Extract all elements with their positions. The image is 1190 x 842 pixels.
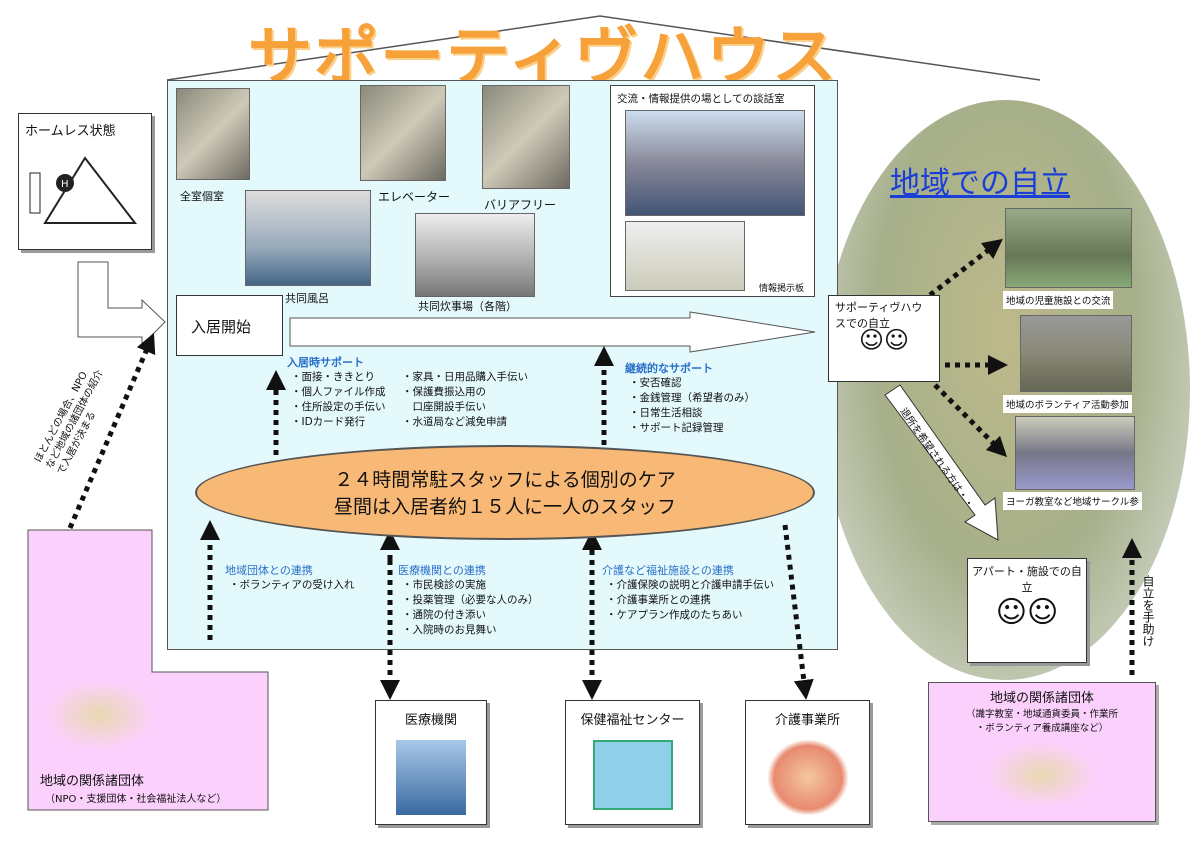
link-item: ・ボランティアの受け入れ bbox=[229, 579, 355, 591]
support-item: ・保護費振込用の bbox=[402, 386, 486, 398]
support-item: ・水道局など減免申請 bbox=[402, 416, 507, 428]
bulletin-board-photo bbox=[625, 221, 745, 291]
big-arrow bbox=[289, 311, 816, 353]
activity-label: ヨーガ教室など地域サークル参 bbox=[1003, 492, 1142, 510]
cloud-line-1: ２４時間常駐スタッフによる個別のケア bbox=[334, 469, 676, 491]
link-heading: 医療機関との連携 bbox=[398, 564, 486, 577]
community-link: 地域団体との連携 ・ボランティアの受け入れ bbox=[225, 562, 354, 593]
support-item: 口座開設手伝い bbox=[402, 401, 486, 413]
staff-care-cloud: ２４時間常駐スタッフによる個別のケア 昼間は入居者約１５人に一人のスタッフ bbox=[195, 445, 815, 540]
svg-text:H: H bbox=[61, 179, 69, 190]
barrier-free-photo bbox=[482, 85, 570, 189]
link-item: ・ケアプラン作成のたちあい bbox=[606, 609, 743, 621]
support-item: ・個人ファイル作成 bbox=[291, 386, 386, 398]
private-room-label: 全室個室 bbox=[180, 190, 224, 203]
left-org-title: 地域の関係諸団体 bbox=[40, 774, 145, 789]
support-item: ・IDカード発行 bbox=[291, 416, 366, 428]
support-item: ・家具・日用品購入手伝い bbox=[402, 371, 528, 383]
community-title: 地域での自立 bbox=[890, 166, 1070, 201]
support-item: ・面接・ききとり bbox=[291, 371, 375, 383]
cloud-line-2: 昼間は入居者約１５人に一人のスタッフ bbox=[333, 496, 676, 518]
homeless-label: ホームレス状態 bbox=[25, 124, 116, 139]
right-org-sub: （識字教室・地域通貨委員・作業所 bbox=[965, 709, 1118, 720]
right-org-box: 地域の関係諸団体 （識字教室・地域通貨委員・作業所 ・ボランティア養成講座など） bbox=[928, 682, 1156, 822]
people-illustration-icon: ☺☺ bbox=[995, 595, 1059, 630]
support-item: ・サポート記録管理 bbox=[629, 422, 724, 434]
support-item: ・安否確認 bbox=[629, 377, 682, 389]
l-arrow bbox=[77, 261, 166, 347]
link-item: ・入院時のお見舞い bbox=[402, 624, 497, 636]
ongoing-support-heading: 継続的なサポート bbox=[625, 362, 713, 375]
people-meeting-illustration-icon bbox=[987, 742, 1097, 807]
yoga-photo bbox=[1015, 416, 1135, 490]
tent-illustration-icon: H bbox=[29, 156, 138, 224]
link-item: ・介護保険の説明と介護申請手伝い bbox=[606, 579, 774, 591]
activity-label: 地域のボランティア活動参加 bbox=[1003, 395, 1132, 413]
shared-bath-label: 共同風呂 bbox=[285, 292, 329, 305]
apartment-box: アパート・施設での自立 ☺☺ bbox=[967, 558, 1087, 663]
link-heading: 地域団体との連携 bbox=[225, 564, 313, 577]
link-item: ・通院の付き添い bbox=[402, 609, 486, 621]
lounge-photo bbox=[625, 110, 805, 216]
link-heading: 介護など福祉施設との連携 bbox=[602, 564, 734, 577]
move-in-box: 入居開始 bbox=[176, 295, 283, 356]
shared-bath-photo bbox=[245, 190, 371, 286]
move-in-support-heading: 入居時サポート bbox=[287, 356, 364, 369]
elevator-photo bbox=[360, 85, 446, 181]
link-item: ・市民検診の実施 bbox=[402, 579, 486, 591]
smiling-people-icon: ☺☺ bbox=[858, 326, 910, 354]
right-org-sub: ・ボランティア養成講座など） bbox=[975, 723, 1109, 734]
right-org-title: 地域の関係諸団体 bbox=[989, 691, 1094, 706]
medical-institution-box: 医療機関 bbox=[375, 700, 487, 825]
lounge-title: 交流・情報提供の場としての談話室 bbox=[617, 93, 785, 105]
bulletin-board-label: 情報掲示板 bbox=[759, 284, 805, 294]
ongoing-support: 継続的なサポート ・安否確認 ・金銭管理（希望者のみ） ・日常生活相談 ・サポー… bbox=[625, 360, 755, 436]
link-item: ・投薬管理（必要な人のみ） bbox=[402, 594, 539, 606]
leaving-arrow bbox=[884, 384, 999, 541]
support-item: ・金銭管理（希望者のみ） bbox=[629, 392, 755, 404]
medical-link: 医療機関との連携 ・市民検診の実施 ・投薬管理（必要な人のみ） ・通院の付き添い… bbox=[398, 562, 539, 638]
self-reliance-label: サポーティヴハウスでの自立 bbox=[835, 301, 923, 330]
shared-kitchen-photo bbox=[415, 213, 535, 297]
apartment-label: アパート・施設での自立 bbox=[972, 565, 1082, 594]
hospital-icon bbox=[396, 740, 466, 815]
link-item: ・介護事業所との連携 bbox=[606, 594, 711, 606]
people-meeting-illustration-icon bbox=[45, 680, 155, 750]
caregiver-icon bbox=[767, 740, 848, 815]
welfare-link: 介護など福祉施設との連携 ・介護保険の説明と介護申請手伝い ・介護事業所との連携… bbox=[602, 562, 774, 623]
private-room-photo bbox=[176, 88, 250, 180]
support-item: ・日常生活相談 bbox=[629, 407, 703, 419]
left-org-sub: （NPO・支援団体・社会福祉法人など） bbox=[45, 794, 227, 805]
shared-kitchen-label: 共同炊事場（各階） bbox=[418, 300, 517, 313]
lounge-box: 交流・情報提供の場としての談話室 情報掲示板 bbox=[610, 85, 815, 297]
care-provider-box: 介護事業所 bbox=[745, 700, 870, 825]
volunteer-photo bbox=[1020, 315, 1132, 392]
box-label: 介護事業所 bbox=[774, 713, 840, 728]
support-item: ・住所設定の手伝い bbox=[291, 401, 386, 413]
self-reliance-box: サポーティヴハウスでの自立 ☺☺ bbox=[828, 295, 940, 382]
elevator-label: エレベーター bbox=[378, 190, 451, 204]
reception-desk-icon bbox=[592, 740, 673, 810]
health-welfare-center-box: 保健福祉センター bbox=[565, 700, 700, 825]
activity-label: 地域の児童施設との交流 bbox=[1003, 291, 1114, 309]
barrier-free-label: バリアフリー bbox=[484, 198, 557, 212]
support-note: 自立を手助け bbox=[1141, 575, 1155, 647]
box-label: 保健福祉センター bbox=[580, 713, 685, 728]
box-label: 医療機関 bbox=[404, 713, 457, 728]
move-in-support: 入居時サポート ・面接・ききとり ・個人ファイル作成 ・住所設定の手伝い ・ID… bbox=[287, 354, 528, 428]
homeless-box: ホームレス状態 H bbox=[18, 113, 152, 250]
children-facility-photo bbox=[1005, 208, 1132, 288]
